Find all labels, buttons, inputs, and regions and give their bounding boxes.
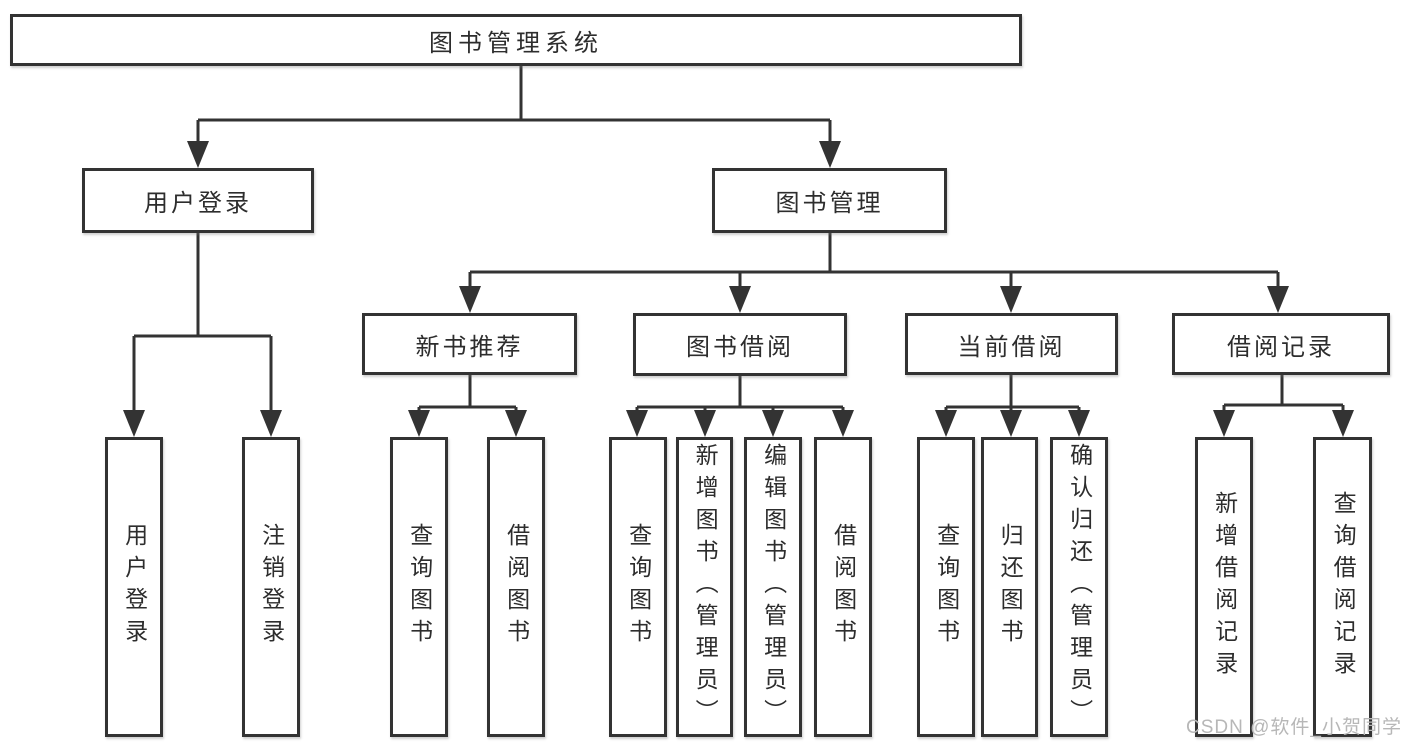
node-book-management: 图书管理 — [712, 168, 947, 233]
node-user-login-label: 用户登录 — [144, 190, 252, 217]
node-book-borrow: 图书借阅 — [633, 313, 847, 376]
leaf-record-add: 新增借阅记录 — [1195, 437, 1253, 737]
leaf-current-query-books-label: 查询图书 — [933, 523, 960, 651]
leaf-borrow-add-books-admin-label: 新增图书（管理员） — [692, 443, 719, 731]
node-root-label: 图书管理系统 — [429, 29, 603, 57]
leaf-record-add-label: 新增借阅记录 — [1211, 491, 1238, 683]
leaf-borrow-borrow-books-label: 借阅图书 — [830, 523, 857, 651]
leaf-current-confirm-return-admin: 确认归还（管理员） — [1050, 437, 1108, 737]
leaf-newbook-query-books-label: 查询图书 — [406, 523, 433, 651]
leaf-logout: 注销登录 — [242, 437, 300, 737]
leaf-newbook-query-books: 查询图书 — [390, 437, 448, 737]
watermark: CSDN @软件_小贺同学 — [1186, 717, 1402, 738]
node-current-borrow: 当前借阅 — [905, 313, 1118, 375]
leaf-newbook-borrow-books: 借阅图书 — [487, 437, 545, 737]
leaf-borrow-add-books-admin: 新增图书（管理员） — [676, 437, 733, 737]
leaf-record-query-label: 查询借阅记录 — [1330, 491, 1357, 683]
node-new-book-recommend: 新书推荐 — [362, 313, 577, 375]
leaf-newbook-borrow-books-label: 借阅图书 — [503, 523, 530, 651]
leaf-current-query-books: 查询图书 — [917, 437, 975, 737]
node-borrow-records-label: 借阅记录 — [1227, 333, 1335, 361]
leaf-logout-label: 注销登录 — [258, 523, 285, 651]
node-book-management-label: 图书管理 — [775, 190, 884, 217]
node-book-borrow-label: 图书借阅 — [686, 334, 794, 361]
leaf-borrow-borrow-books: 借阅图书 — [814, 437, 872, 737]
leaf-record-query: 查询借阅记录 — [1313, 437, 1372, 737]
node-root: 图书管理系统 — [10, 14, 1022, 66]
leaf-user-login-label: 用户登录 — [121, 523, 148, 651]
leaf-borrow-query-books: 查询图书 — [609, 437, 667, 737]
leaf-borrow-query-books-label: 查询图书 — [625, 523, 652, 651]
node-borrow-records: 借阅记录 — [1172, 313, 1390, 375]
leaf-borrow-edit-books-admin-label: 编辑图书（管理员） — [760, 443, 787, 731]
node-user-login: 用户登录 — [82, 168, 314, 233]
leaf-borrow-edit-books-admin: 编辑图书（管理员） — [744, 437, 802, 737]
node-new-book-recommend-label: 新书推荐 — [415, 333, 524, 361]
leaf-current-return-books-label: 归还图书 — [997, 523, 1024, 651]
leaf-current-return-books: 归还图书 — [981, 437, 1038, 737]
node-current-borrow-label: 当前借阅 — [957, 333, 1066, 361]
leaf-current-confirm-return-admin-label: 确认归还（管理员） — [1066, 443, 1093, 731]
leaf-user-login: 用户登录 — [105, 437, 163, 737]
